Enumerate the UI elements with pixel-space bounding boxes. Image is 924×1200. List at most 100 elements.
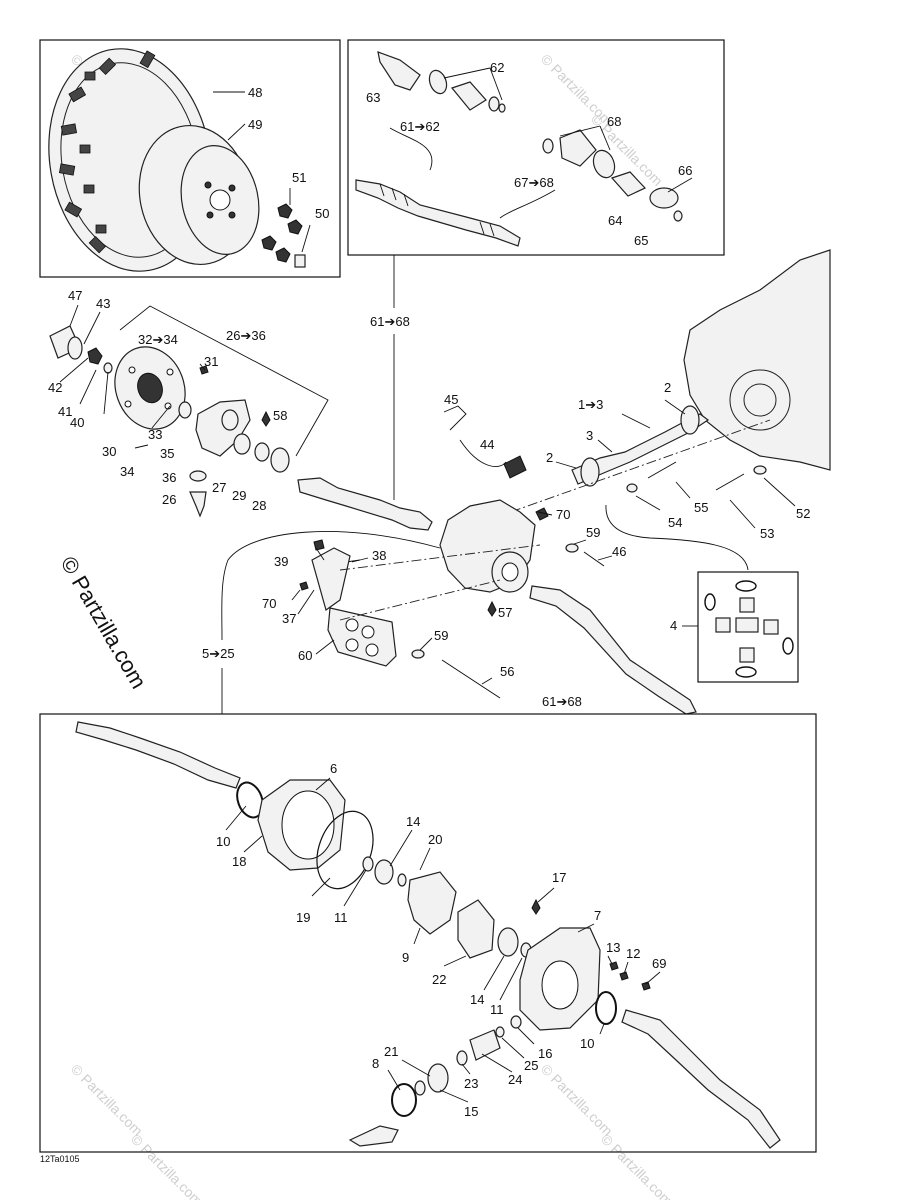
callout-2-top: 2 <box>664 380 671 395</box>
joint-kit-62 <box>377 51 506 113</box>
callout-14-a: 14 <box>406 814 420 829</box>
watermark: © Partzilla.com <box>538 1061 616 1139</box>
bolt-55 <box>647 461 677 479</box>
callout-39: 39 <box>274 554 288 569</box>
callout-25: 25 <box>524 1058 538 1073</box>
callout-15: 15 <box>464 1104 478 1119</box>
driveshaft-inset-frame <box>347 39 725 256</box>
callout-19: 19 <box>296 910 310 925</box>
bolt-53 <box>715 473 745 491</box>
bolt-34 <box>134 444 149 449</box>
callout-36: 36 <box>162 470 176 485</box>
ring-gear-22 <box>457 899 495 959</box>
callout-9: 9 <box>402 950 409 965</box>
callout-49: 49 <box>248 117 262 132</box>
callout-24: 24 <box>508 1072 522 1087</box>
arrow-45 <box>459 439 507 467</box>
engine-outline <box>683 249 831 471</box>
callout-12: 12 <box>626 946 640 961</box>
callout-61-68-bot: 61➔68 <box>542 694 582 709</box>
callout-16: 16 <box>538 1046 552 1061</box>
callout-51: 51 <box>292 170 306 185</box>
axle-shaft-bottom-right <box>621 1009 781 1149</box>
plate-60 <box>327 607 397 667</box>
washer-59-b <box>411 649 425 659</box>
differential-housing <box>439 499 536 593</box>
plug-69 <box>641 981 651 991</box>
watermark: © Partzilla.com <box>68 1061 146 1139</box>
washer-54 <box>626 483 638 493</box>
washer-59-a <box>565 543 579 553</box>
callout-11-b: 11 <box>490 1002 504 1017</box>
bearings-27-29 <box>178 401 290 473</box>
callout-44: 44 <box>480 437 494 452</box>
callout-21: 21 <box>384 1044 398 1059</box>
pinion-group <box>391 1015 522 1117</box>
callout-43: 43 <box>96 296 110 311</box>
brake-disc-30 <box>114 346 186 430</box>
callout-67-68: 67➔68 <box>514 175 554 190</box>
callout-53: 53 <box>760 526 774 541</box>
copyright-text: © Partzilla.com <box>56 552 152 693</box>
callout-2-mid: 2 <box>546 450 553 465</box>
bracket-37 <box>311 547 351 611</box>
arrow-4 <box>605 504 749 571</box>
propeller-shaft <box>571 405 710 487</box>
callout-70-a: 70 <box>556 507 570 522</box>
nut-70-b <box>299 581 309 591</box>
washer-20 <box>397 873 407 887</box>
callout-59-b: 59 <box>434 628 448 643</box>
callout-59-a: 59 <box>586 525 600 540</box>
propeller-stub <box>348 1125 399 1147</box>
ujoint-inset-frame <box>697 571 799 683</box>
callout-35: 35 <box>160 446 174 461</box>
callout-42: 42 <box>48 380 62 395</box>
rim-illustration <box>138 124 260 266</box>
callout-45: 45 <box>444 392 458 407</box>
shim-11-a <box>362 856 374 872</box>
callout-31: 31 <box>204 354 218 369</box>
wheel-inset-frame <box>39 39 341 278</box>
bearing-14-b <box>497 927 519 957</box>
callout-7: 7 <box>594 908 601 923</box>
callout-14-b: 14 <box>470 992 484 1007</box>
callout-54: 54 <box>668 515 682 530</box>
diff-case-9 <box>407 871 457 935</box>
grease-57 <box>487 600 497 617</box>
callout-10-b: 10 <box>580 1036 594 1051</box>
callout-4: 4 <box>670 618 677 633</box>
callout-1-3: 1➔3 <box>578 397 603 412</box>
callout-61-68-top: 61➔68 <box>370 314 410 329</box>
arrow-62 <box>389 127 433 171</box>
seal-10-a <box>236 781 264 819</box>
grease-17 <box>531 898 541 915</box>
callout-38: 38 <box>372 548 386 563</box>
axle-shaft-bottom-left <box>75 721 241 789</box>
callout-66: 66 <box>678 163 692 178</box>
callout-65: 65 <box>634 233 648 248</box>
callout-13: 13 <box>606 940 620 955</box>
grease-58 <box>261 410 271 427</box>
hub-nut-42 <box>87 347 113 374</box>
watermark: © Partzilla.com <box>598 1131 676 1200</box>
axle-shaft-right <box>529 585 697 715</box>
callout-62: 62 <box>490 60 504 75</box>
callout-10-a: 10 <box>216 834 230 849</box>
nut-39 <box>313 539 325 551</box>
callout-70-b: 70 <box>262 596 276 611</box>
bolt-31 <box>199 365 209 375</box>
callout-50: 50 <box>315 206 329 221</box>
differential-inset-frame <box>39 713 817 1153</box>
callout-69: 69 <box>652 956 666 971</box>
housing-7 <box>519 927 601 1031</box>
ring-36 <box>189 470 207 482</box>
callout-63: 63 <box>366 90 380 105</box>
callout-60: 60 <box>298 648 312 663</box>
axle-shaft-left <box>297 477 433 531</box>
hub-cap-47 <box>49 325 83 360</box>
callout-32-34: 32➔34 <box>138 332 178 347</box>
callout-8: 8 <box>372 1056 379 1071</box>
bolt-46 <box>583 551 605 567</box>
spring-44 <box>503 455 527 479</box>
callout-20: 20 <box>428 832 442 847</box>
